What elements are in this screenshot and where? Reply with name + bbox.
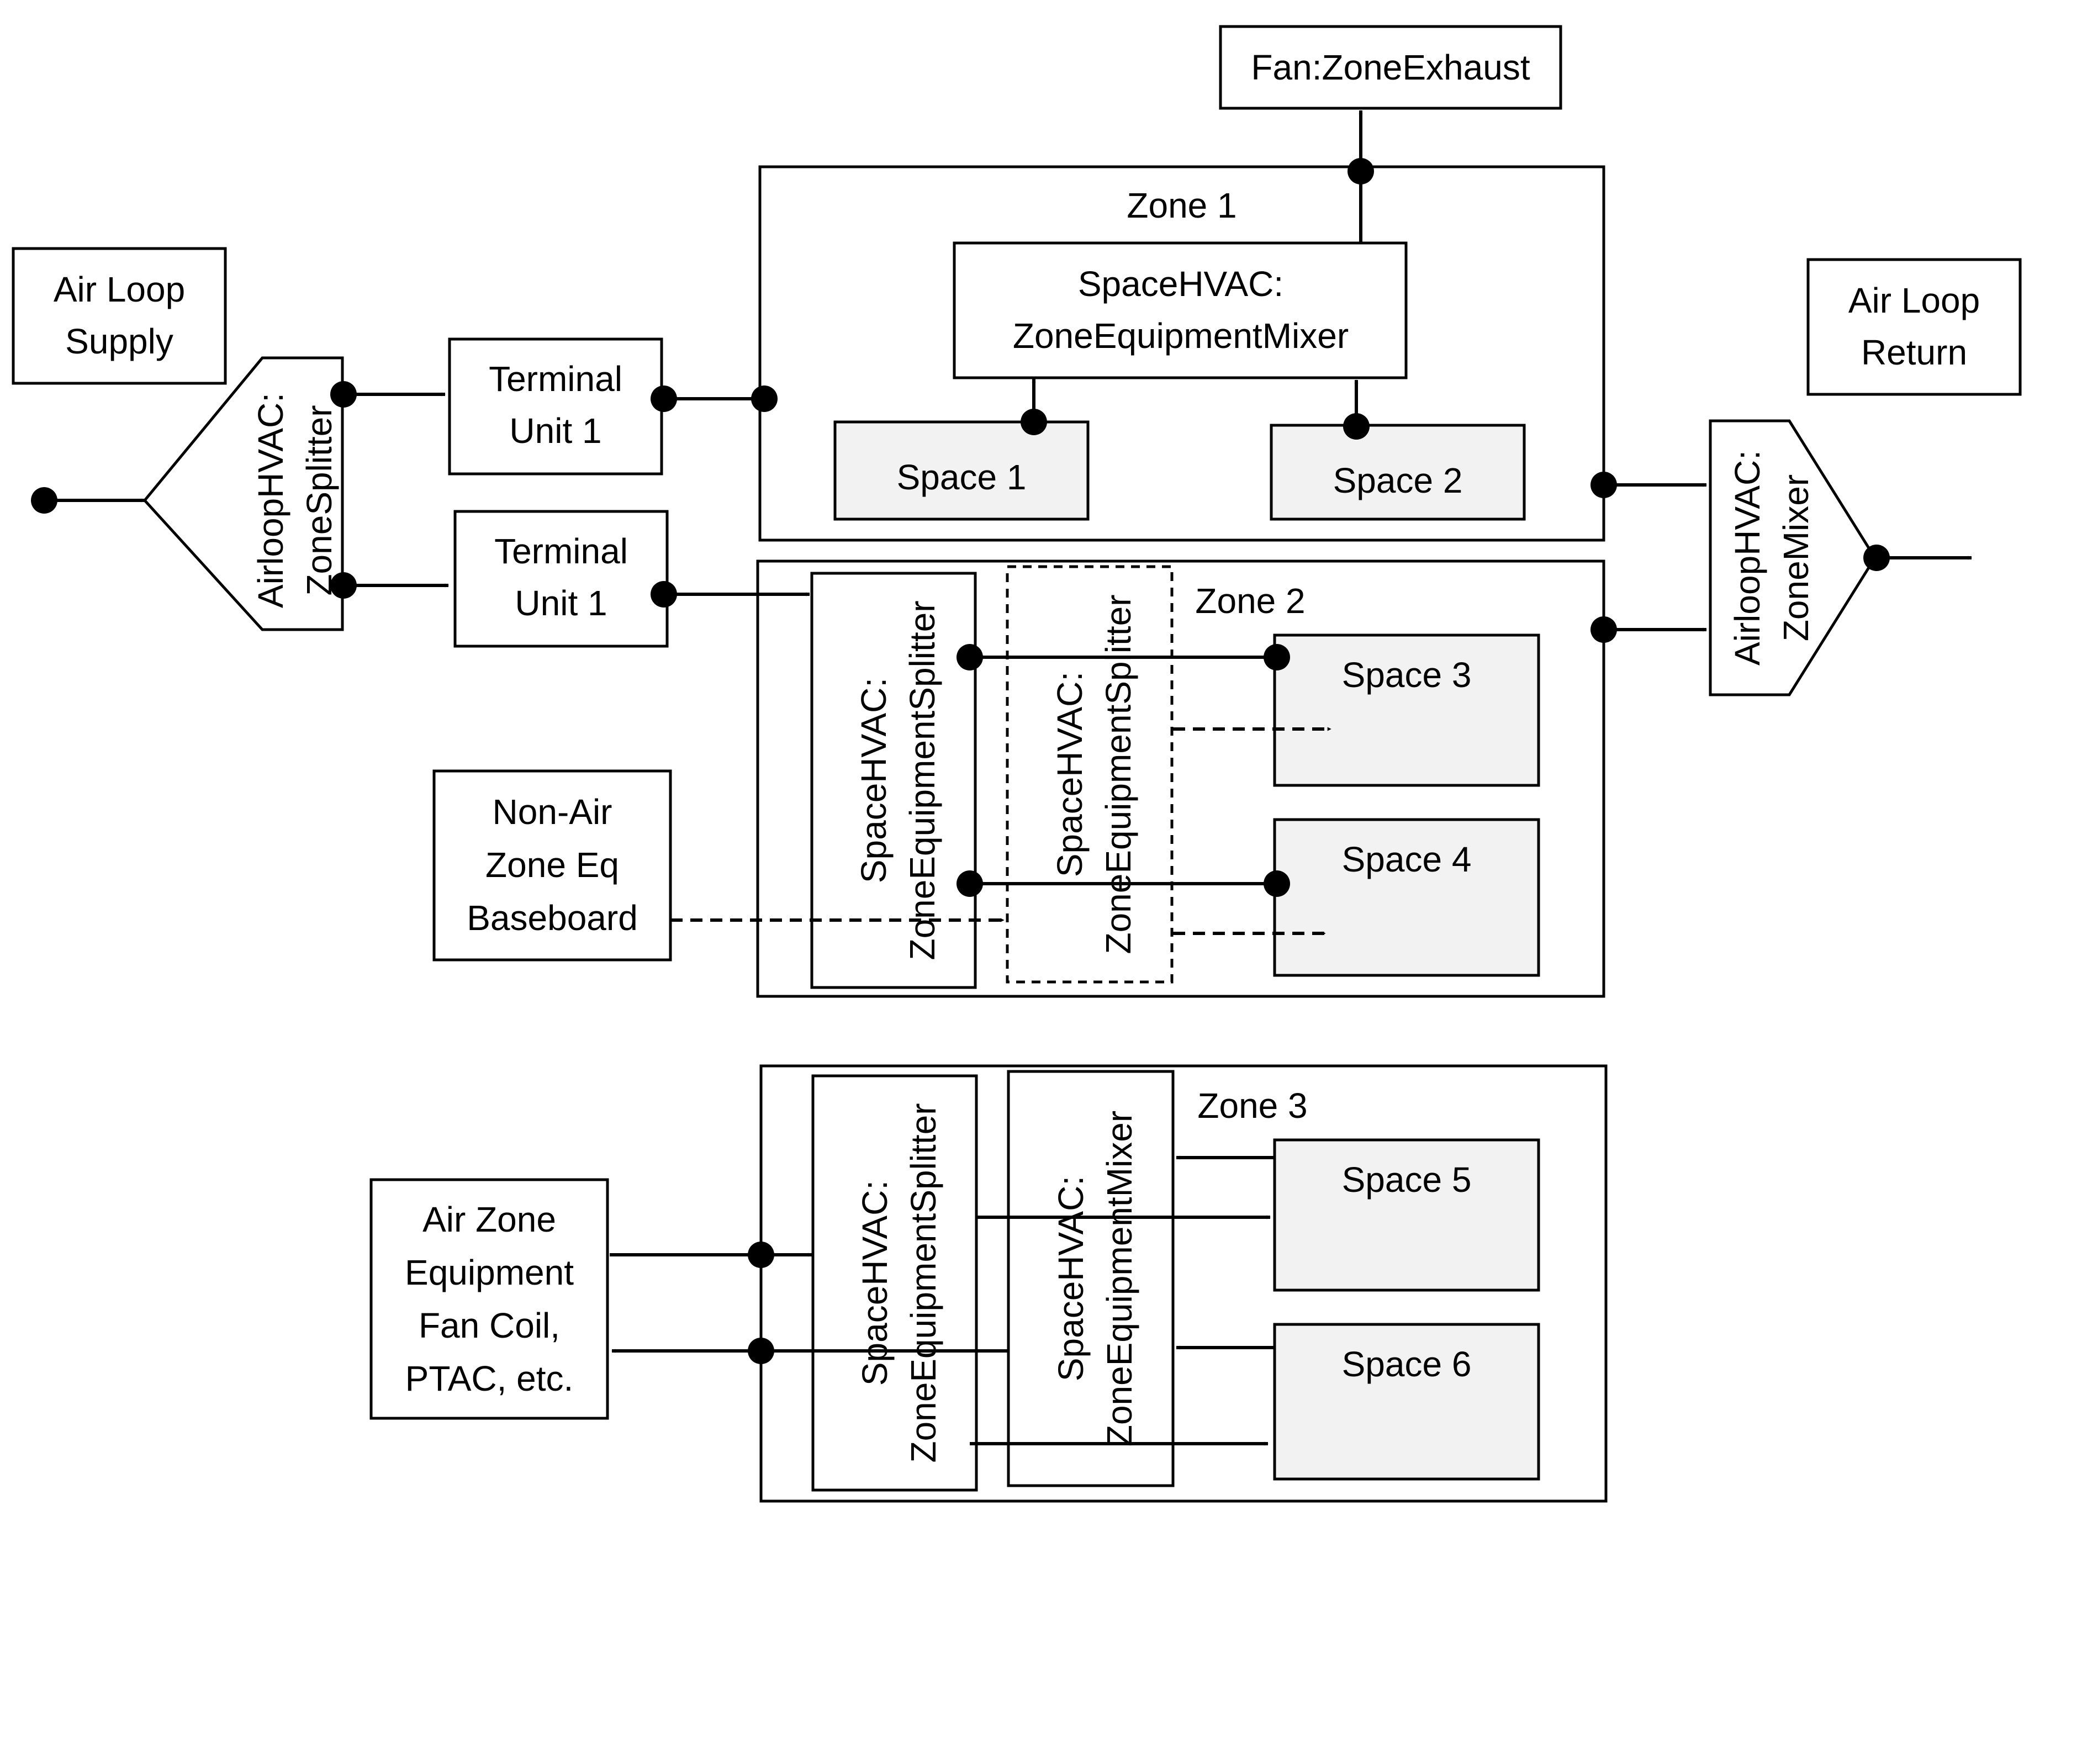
- zone1-mixer-label-line1: SpaceHVAC:: [1078, 264, 1283, 304]
- space2-box: [1270, 424, 1526, 521]
- non-air-label-line1: Non-Air: [493, 792, 612, 832]
- zone2-splitter-label-line1: SpaceHVAC:: [854, 678, 894, 883]
- splitter-outlet-node-b: [330, 572, 357, 599]
- space6-box: [1273, 1323, 1540, 1481]
- terminal-unit-b-label-line2: Unit 1: [515, 583, 607, 623]
- air-zone-eq-label-line3: Fan Coil,: [419, 1306, 560, 1345]
- space4-inlet-node: [1264, 870, 1290, 897]
- air-loop-supply-box: [12, 247, 227, 385]
- non-air-label-line2: Zone Eq: [485, 845, 619, 885]
- air-loop-supply-label-line1: Air Loop: [54, 270, 185, 309]
- zone3-outlet-node: [748, 1338, 774, 1364]
- zone1-mixer-box: [953, 241, 1408, 379]
- fan-zone-exhaust-box: [1219, 25, 1562, 110]
- space5-box: [1273, 1138, 1540, 1292]
- zone3-splitter-label-line1: SpaceHVAC:: [855, 1180, 895, 1386]
- space5-label: Space 5: [1342, 1160, 1472, 1200]
- space1-box: [833, 420, 1090, 521]
- space2-label: Space 2: [1333, 461, 1463, 500]
- zone3-label: Zone 3: [1197, 1086, 1307, 1126]
- zone-mixer-label-line1: AirloopHVAC:: [1727, 450, 1767, 666]
- zone3-mixer-label-line2: ZoneEquipmentMixer: [1100, 1111, 1139, 1446]
- space3-box: [1273, 633, 1540, 787]
- zone3-splitter-box: [811, 1074, 978, 1492]
- zone1-return-node: [1590, 472, 1617, 498]
- zone2-label: Zone 2: [1195, 581, 1305, 621]
- space4-label: Space 4: [1342, 839, 1472, 879]
- zone3-splitter-label-line2: ZoneEquipmentSplitter: [903, 1103, 943, 1462]
- zone-splitter-label-line2: ZoneSplitter: [299, 405, 339, 595]
- space6-label: Space 6: [1342, 1344, 1472, 1384]
- air-loop-supply-label-line2: Supply: [65, 321, 173, 361]
- zone2-splitter-outlet-node-b: [957, 870, 983, 897]
- air-zone-eq-label-line4: PTAC, etc.: [405, 1359, 574, 1398]
- zone-mixer-label-line2: ZoneMixer: [1776, 474, 1816, 641]
- non-air-zone-eq-box: [432, 769, 672, 962]
- zone-splitter-shape: [142, 356, 344, 631]
- zone1-label: Zone 1: [1127, 186, 1236, 225]
- space1-label: Space 1: [897, 457, 1027, 497]
- air-zone-eq-label-line1: Air Zone: [422, 1200, 556, 1239]
- zone2-splitter-label-line2: ZoneEquipmentSplitter: [902, 600, 942, 960]
- fan-zone-exhaust-label: Fan:ZoneExhaust: [1251, 47, 1530, 87]
- zone1-box: [758, 165, 1605, 542]
- zone1-exhaust-node: [1348, 158, 1374, 184]
- space3-label: Space 3: [1342, 655, 1472, 695]
- space4-box: [1273, 818, 1540, 977]
- zone2-return-node: [1590, 616, 1617, 643]
- zone2-splitter-box: [810, 572, 977, 989]
- zone2-dashed-splitter-label-line2: ZoneEquipmentSplitter: [1098, 594, 1138, 954]
- splitter-outlet-node-a: [330, 381, 357, 408]
- terminal-a-outlet-node: [651, 385, 677, 412]
- zone1-mixer-label-line2: ZoneEquipmentMixer: [1013, 316, 1349, 356]
- space3-inlet-node: [1264, 644, 1290, 670]
- zone-mixer-shape: [1709, 419, 1877, 696]
- terminal-unit-a-label-line2: Unit 1: [509, 411, 601, 451]
- terminal-unit-a-label-line1: Terminal: [489, 359, 622, 399]
- zone3-box: [759, 1064, 1608, 1503]
- air-loop-return-label-line1: Air Loop: [1848, 281, 1980, 320]
- air-loop-return-box: [1806, 258, 2022, 396]
- zone3-mixer-box: [1007, 1070, 1175, 1487]
- zone2-dashed-splitter-box: [1006, 565, 1174, 984]
- zone-splitter-label-line1: AirloopHVAC:: [251, 393, 290, 608]
- terminal-unit-box-b: [453, 510, 669, 648]
- space1-outlet-node: [1021, 409, 1047, 435]
- zone2-box: [756, 559, 1605, 998]
- air-loop-return-label-line2: Return: [1861, 332, 1967, 372]
- non-air-label-line3: Baseboard: [467, 898, 638, 938]
- space2-outlet-node: [1343, 413, 1370, 440]
- zone1-inlet-node: [751, 385, 778, 412]
- zone2-dashed-splitter-label-line1: SpaceHVAC:: [1050, 672, 1090, 877]
- air-zone-eq-label-line2: Equipment: [405, 1253, 574, 1292]
- zone2-splitter-outlet-node-a: [957, 644, 983, 670]
- mixer-outlet-node: [1863, 545, 1890, 571]
- zone3-inlet-node: [748, 1242, 774, 1268]
- supply-inlet-node: [31, 487, 57, 514]
- zone3-mixer-label-line1: SpaceHVAC:: [1051, 1176, 1091, 1381]
- terminal-b-outlet-node: [651, 581, 677, 608]
- terminal-unit-b-label-line1: Terminal: [494, 531, 628, 571]
- air-zone-equipment-box: [369, 1178, 609, 1420]
